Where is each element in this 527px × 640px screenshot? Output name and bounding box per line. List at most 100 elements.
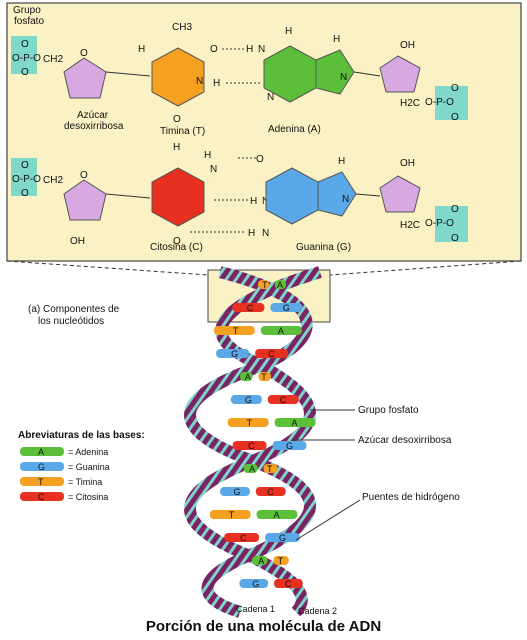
phosphate-box-1-right	[435, 86, 468, 120]
adenine-n-ring: N	[267, 92, 274, 103]
legend-name: = Citosina	[68, 492, 108, 502]
base-left	[209, 510, 251, 519]
adenine-ring-5	[315, 49, 355, 95]
sugar-pentagon-2	[379, 55, 421, 93]
base-right-label: C	[268, 349, 275, 359]
base-left	[243, 464, 258, 473]
phosphate-group-label: Grupo	[13, 5, 41, 16]
guanine-h-n: H	[250, 196, 257, 207]
guanine-h-bottom: H	[248, 228, 255, 239]
phosphate-o-top-2: O	[451, 83, 459, 94]
adenine-label: Adenina (A)	[268, 124, 321, 135]
thymine-o-top: O	[210, 44, 218, 55]
base-left	[252, 556, 268, 565]
base-left	[216, 349, 250, 358]
base-left-label: C	[248, 441, 255, 451]
base-left-label: C	[247, 303, 254, 313]
phosphate-o-bottom-4: O	[451, 233, 459, 244]
base-left-label: G	[252, 579, 259, 589]
legend-name: = Guanina	[68, 462, 110, 472]
label-sugar: Azúcar desoxirribosa	[358, 435, 452, 446]
base-right-label: A	[273, 510, 279, 520]
base-left-label: A	[245, 372, 251, 382]
zoom-line-left	[6, 260, 209, 276]
legend-swatch	[20, 477, 64, 486]
base-left	[220, 487, 250, 496]
base-left-label: T	[247, 418, 253, 428]
legend-swatch	[20, 447, 64, 456]
ch2-label-2: CH2	[43, 175, 63, 186]
cytosine-h-top: H	[173, 142, 180, 153]
bond-sugar-thymine	[105, 71, 151, 77]
sugar-label-2: desoxirribosa	[64, 121, 124, 132]
caption-line-1: (a) Componentes de	[28, 304, 120, 315]
base-right-label: T	[278, 556, 284, 566]
base-right	[275, 280, 286, 289]
base-left	[232, 441, 267, 450]
guanine-n-bottom: N	[262, 228, 269, 239]
legend-title: Abreviaturas de las bases:	[18, 430, 145, 441]
phosphate-o-top-4: O	[451, 204, 459, 215]
base-right-label: A	[277, 280, 283, 290]
base-right-label: C	[285, 579, 292, 589]
base-left-label: G	[231, 349, 238, 359]
base-right	[274, 418, 316, 427]
bond-adenine-sugar	[353, 71, 381, 77]
base-right-label: A	[278, 326, 284, 336]
phosphate-formula-2: O-P-O	[425, 97, 454, 108]
guanine-ring-5	[317, 171, 357, 217]
bond-sugar-cytosine	[105, 193, 151, 199]
zoom-line-right	[329, 260, 522, 276]
sugar-label-1: Azúcar	[77, 110, 109, 121]
thymine-h: H	[213, 78, 220, 89]
thymine-n: N	[196, 76, 203, 87]
cytosine-label: Citosina (C)	[150, 242, 203, 253]
base-right	[255, 487, 286, 496]
adenine-n-right: N	[340, 72, 347, 83]
base-right	[273, 556, 289, 565]
base-left-label: G	[245, 395, 252, 405]
base-right	[265, 533, 300, 542]
base-right	[274, 579, 303, 588]
phosphate-formula-1: O-P-O	[12, 53, 41, 64]
legend-swatch	[20, 492, 64, 501]
label-phosphate-group: Grupo fosfato	[358, 405, 419, 416]
base-left	[232, 303, 265, 312]
base-right	[255, 349, 289, 358]
thymine-h-left: H	[138, 44, 145, 55]
base-left	[258, 280, 269, 289]
legend-code: T	[38, 477, 44, 487]
base-left-label: T	[229, 510, 235, 520]
base-left-label: C	[240, 533, 247, 543]
base-right	[267, 395, 299, 404]
sugar-o-1: O	[80, 48, 88, 59]
base-left-label: T	[233, 326, 239, 336]
base-right	[272, 441, 307, 450]
sugar-oh-1: OH	[400, 40, 415, 51]
phosphate-o-bottom-3: O	[21, 188, 29, 199]
h2c-label-1: H2C	[400, 98, 420, 109]
base-right-label: T	[267, 464, 273, 474]
base-left	[227, 418, 269, 427]
adenine-nh: H	[246, 44, 253, 55]
base-left	[230, 395, 262, 404]
base-left	[240, 372, 253, 381]
guanine-n-right: N	[342, 194, 349, 205]
base-right-label: C	[280, 395, 287, 405]
sugar-pentagon-1	[63, 57, 107, 99]
phosphate-box-2-right	[435, 206, 468, 242]
guanine-o-top: O	[256, 154, 264, 165]
base-left	[224, 533, 260, 542]
cytosine-o: O	[173, 236, 181, 247]
guanine-label: Guanina (G)	[296, 242, 351, 253]
cytosine-ring	[151, 167, 205, 227]
base-right-label: C	[267, 487, 274, 497]
sugar-oh-3: OH	[70, 236, 85, 247]
h2c-label-2: H2C	[400, 220, 420, 231]
base-right	[263, 464, 278, 473]
page-title: Porción de una molécula de ADN	[145, 618, 382, 635]
base-left-label: A	[258, 556, 264, 566]
base-right	[260, 326, 302, 335]
